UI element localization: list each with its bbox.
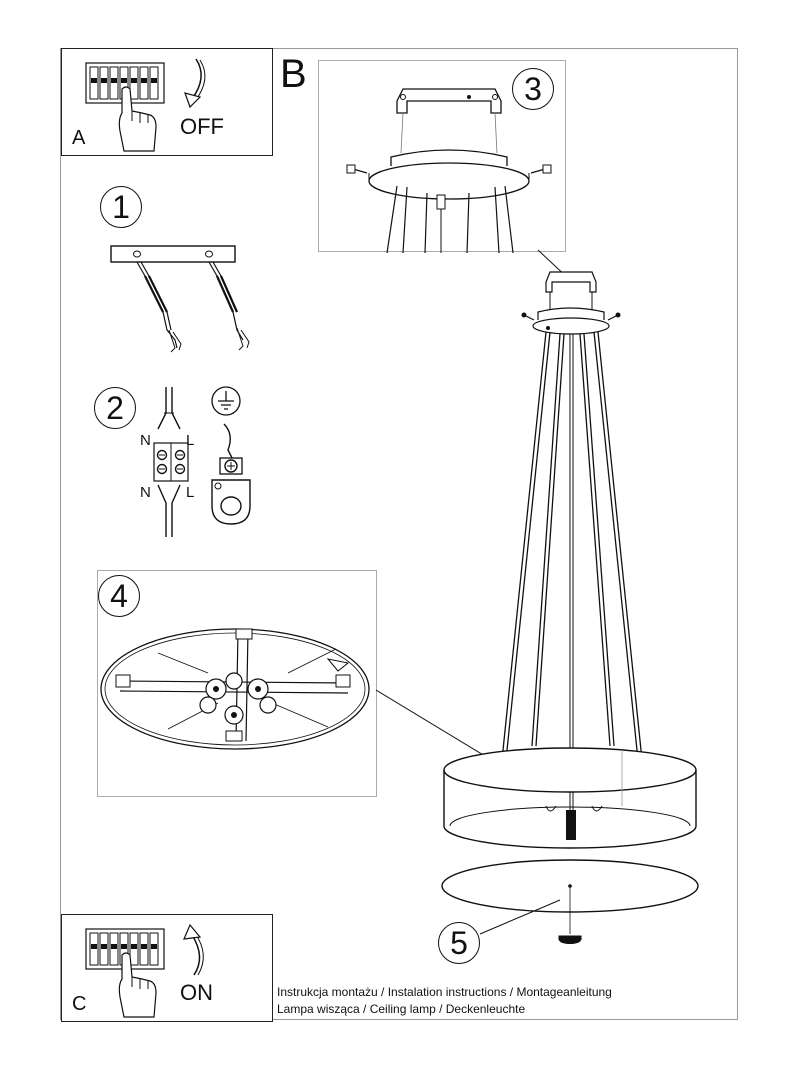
caption-instructions: Instrukcja montażu / Instalation instruc… xyxy=(277,985,612,999)
step-3-badge: 3 xyxy=(512,68,554,110)
ground-terminal-diagram xyxy=(211,423,251,525)
lamp-interior-panel xyxy=(97,570,377,797)
ground-symbol-icon xyxy=(211,386,241,416)
fuse-box-icon xyxy=(85,62,165,152)
panel-a-letter: A xyxy=(72,127,86,149)
caption-product: Lampa wisząca / Ceiling lamp / Deckenleu… xyxy=(277,1002,526,1016)
switch-off-label: OFF xyxy=(180,114,224,139)
wiring-terminal-diagram xyxy=(153,387,189,537)
panel-c-switch-on: ON C xyxy=(61,914,273,1022)
fuse-box-icon xyxy=(85,928,165,1018)
instruction-sheet-frame xyxy=(60,48,738,1020)
turn-off-arrow-icon xyxy=(184,58,206,109)
lamp-interior-diagram xyxy=(100,628,370,750)
step-2-badge: 2 xyxy=(94,387,136,429)
step-4-badge: 4 xyxy=(98,575,140,617)
turn-on-arrow-icon xyxy=(183,923,204,976)
pendant-lamp-diagram xyxy=(375,249,699,944)
mounting-bracket-diagram xyxy=(110,245,250,353)
step-1-badge: 1 xyxy=(100,186,142,228)
neutral-label-top: N xyxy=(140,432,151,449)
switch-on-label: ON xyxy=(180,980,213,1005)
canopy-detail-diagram xyxy=(346,88,552,254)
panel-a-switch-off: OFF A xyxy=(61,48,273,156)
panel-c-letter: C xyxy=(72,993,87,1015)
step-5-badge: 5 xyxy=(438,922,480,964)
panel-b-letter: B xyxy=(280,52,307,96)
live-label-bottom: L xyxy=(186,484,195,501)
live-label-top: L xyxy=(186,432,195,449)
neutral-label-bottom: N xyxy=(140,484,151,501)
